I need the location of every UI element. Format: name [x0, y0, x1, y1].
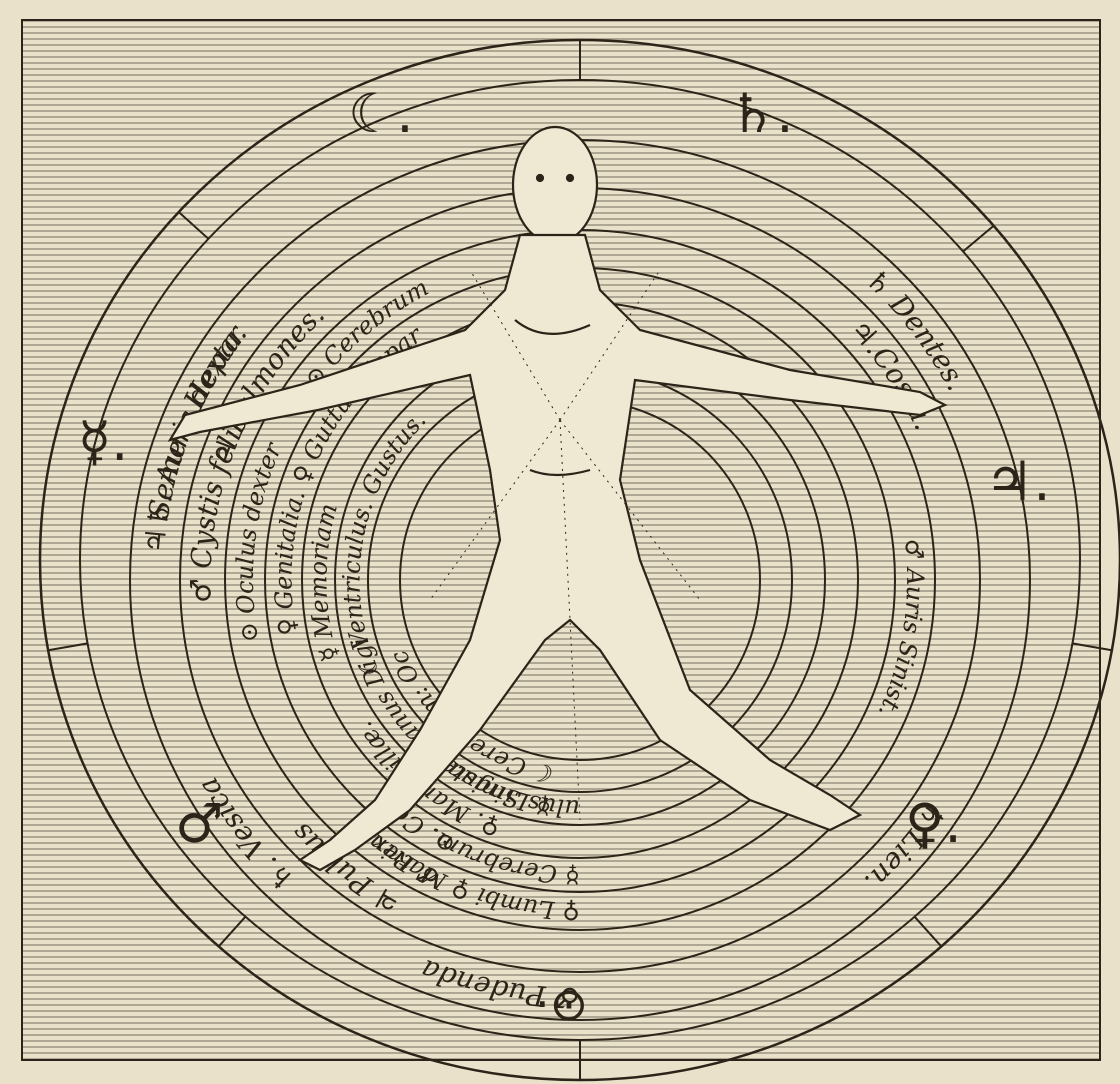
human-figure	[167, 125, 948, 872]
mars-symbol: ♂	[175, 792, 223, 855]
outer-ring-divider	[962, 224, 995, 253]
venus-symbol: ♀.	[905, 792, 962, 855]
plate-border	[21, 19, 1101, 1061]
dotted-rays	[429, 269, 701, 821]
figure-eye-left	[535, 173, 545, 183]
saturn-symbol: ♄.	[728, 82, 794, 145]
outer-ring-divider	[217, 916, 247, 948]
outer-ring-divider	[913, 916, 943, 948]
mercury-symbol: ☿.	[78, 410, 128, 473]
moon-symbol: ☾.	[348, 82, 414, 145]
figure-head	[511, 125, 599, 245]
figure-chest-line	[514, 319, 591, 335]
figure-eye-right	[565, 173, 575, 183]
figure-body	[167, 233, 948, 872]
sun-symbol: ·⊙	[535, 977, 588, 1031]
jupiter-symbol: ♃.	[985, 450, 1051, 513]
outer-ring-divider	[178, 211, 210, 240]
outer-ring-divider	[48, 642, 88, 652]
outer-ring-divider	[1072, 642, 1112, 652]
figure-waist-line	[529, 468, 591, 477]
concentric-rings	[129, 139, 1031, 1021]
outer-ring	[38, 38, 1120, 1082]
